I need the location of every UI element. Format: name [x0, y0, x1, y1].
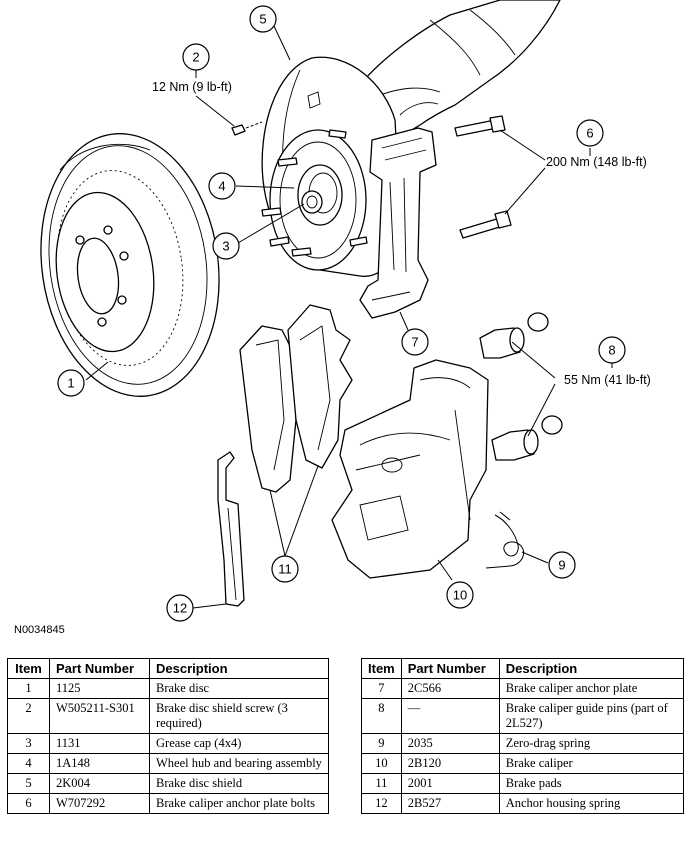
table-header-row: Item Part Number Description	[361, 658, 685, 679]
callout-12: 12	[166, 594, 194, 622]
item-cell: 5	[7, 773, 50, 794]
callout-3: 3	[212, 232, 240, 260]
callout-11: 11	[271, 555, 299, 583]
description-cell: Brake pads	[498, 773, 685, 794]
svg-text:2: 2	[192, 50, 199, 65]
part-number-cell: 2C566	[400, 678, 500, 699]
table-row: 9 2035 Zero-drag spring	[361, 733, 685, 754]
table-row: 11 2001 Brake pads	[361, 773, 685, 794]
header-description: Description	[498, 658, 685, 679]
part-number-cell: 2B527	[400, 793, 500, 814]
svg-text:4: 4	[218, 179, 225, 194]
part-number-cell: 2B120	[400, 753, 500, 774]
header-part-number: Part Number	[49, 658, 150, 679]
callout-2: 2	[182, 43, 210, 71]
item-cell: 8	[361, 698, 402, 734]
part-number-cell: 2035	[400, 733, 500, 754]
svg-text:6: 6	[586, 126, 593, 141]
description-cell: Brake caliper anchor plate	[498, 678, 685, 699]
part-number-cell: 2K004	[49, 773, 150, 794]
svg-text:5: 5	[259, 12, 266, 27]
brake-caliper-anchor-plate	[359, 127, 437, 319]
item-cell: 10	[361, 753, 402, 774]
svg-text:8: 8	[608, 343, 615, 358]
header-item: Item	[361, 658, 402, 679]
part-number-cell: 1A148	[49, 753, 150, 774]
figure-id: N0034845	[14, 624, 65, 636]
svg-text:10: 10	[453, 588, 467, 603]
part-number-cell: W505211-S301	[49, 698, 150, 734]
description-cell: Brake caliper guide pins (part of 2L527)	[498, 698, 685, 734]
torque-guide-pins: 55 Nm (41 lb-ft)	[564, 373, 651, 387]
item-cell: 11	[361, 773, 402, 794]
part-number-cell: W707292	[49, 793, 150, 814]
description-cell: Zero-drag spring	[498, 733, 685, 754]
table-row: 8 — Brake caliper guide pins (part of 2L…	[361, 698, 685, 734]
torque-shield-screw: 12 Nm (9 lb-ft)	[152, 80, 232, 94]
svg-text:1: 1	[67, 376, 74, 391]
description-cell: Brake caliper anchor plate bolts	[149, 793, 329, 814]
callout-1: 1	[57, 369, 85, 397]
table-row: 4 1A148 Wheel hub and bearing assembly	[7, 753, 329, 774]
item-cell: 9	[361, 733, 402, 754]
svg-text:3: 3	[222, 239, 229, 254]
brake-pads	[239, 304, 353, 493]
brake-disc	[40, 133, 220, 397]
table-row: 6 W707292 Brake caliper anchor plate bol…	[7, 793, 329, 814]
anchor-housing-spring	[217, 451, 245, 607]
leader-lines	[85, 25, 613, 609]
parts-table-right: Item Part Number Description 7 2C566 Bra…	[361, 658, 685, 814]
brake-disc-shield-screw	[231, 121, 263, 136]
item-cell: 2	[7, 698, 50, 734]
brake-caliper-guide-pins	[479, 312, 563, 461]
callout-10: 10	[446, 581, 474, 609]
svg-text:12: 12	[173, 601, 187, 616]
description-cell: Brake disc shield screw (3 required)	[149, 698, 329, 734]
item-cell: 12	[361, 793, 402, 814]
callout-6: 6	[576, 119, 604, 147]
description-cell: Grease cap (4x4)	[149, 733, 329, 754]
callout-8: 8	[598, 336, 626, 364]
table-row: 10 2B120 Brake caliper	[361, 753, 685, 774]
item-cell: 4	[7, 753, 50, 774]
table-header-row: Item Part Number Description	[7, 658, 329, 679]
table-row: 2 W505211-S301 Brake disc shield screw (…	[7, 698, 329, 734]
header-description: Description	[149, 658, 329, 679]
part-number-cell: 2001	[400, 773, 500, 794]
svg-text:11: 11	[278, 562, 292, 577]
header-part-number: Part Number	[400, 658, 500, 679]
table-row: 1 1125 Brake disc	[7, 678, 329, 699]
brake-caliper	[331, 359, 489, 579]
torque-anchor-bolts: 200 Nm (148 lb-ft)	[546, 155, 647, 169]
table-row: 7 2C566 Brake caliper anchor plate	[361, 678, 685, 699]
table-row: 12 2B527 Anchor housing spring	[361, 793, 685, 814]
description-cell: Anchor housing spring	[498, 793, 685, 814]
description-cell: Brake disc	[149, 678, 329, 699]
item-cell: 1	[7, 678, 50, 699]
item-cell: 7	[361, 678, 402, 699]
part-number-cell: —	[400, 698, 500, 734]
table-row: 5 2K004 Brake disc shield	[7, 773, 329, 794]
callout-4: 4	[208, 172, 236, 200]
callout-7: 7	[401, 328, 429, 356]
steering-knuckle	[359, 0, 561, 141]
item-cell: 3	[7, 733, 50, 754]
table-row: 3 1131 Grease cap (4x4)	[7, 733, 329, 754]
item-cell: 6	[7, 793, 50, 814]
part-number-cell: 1131	[49, 733, 150, 754]
callout-5: 5	[249, 5, 277, 33]
description-cell: Brake caliper	[498, 753, 685, 774]
wheel-hub-bearing-assembly	[261, 129, 368, 271]
brake-caliper-anchor-plate-bolts	[454, 115, 512, 239]
zero-drag-spring	[485, 511, 525, 569]
header-item: Item	[7, 658, 50, 679]
part-number-cell: 1125	[49, 678, 150, 699]
callout-9: 9	[548, 551, 576, 579]
svg-text:7: 7	[411, 335, 418, 350]
exploded-brake-diagram: 1 2 12 Nm (9 lb-ft) 3 4 5 6 200 Nm (148 …	[14, 0, 651, 636]
description-cell: Brake disc shield	[149, 773, 329, 794]
parts-table-left: Item Part Number Description 1 1125 Brak…	[7, 658, 329, 814]
svg-text:9: 9	[558, 558, 565, 573]
description-cell: Wheel hub and bearing assembly	[149, 753, 329, 774]
